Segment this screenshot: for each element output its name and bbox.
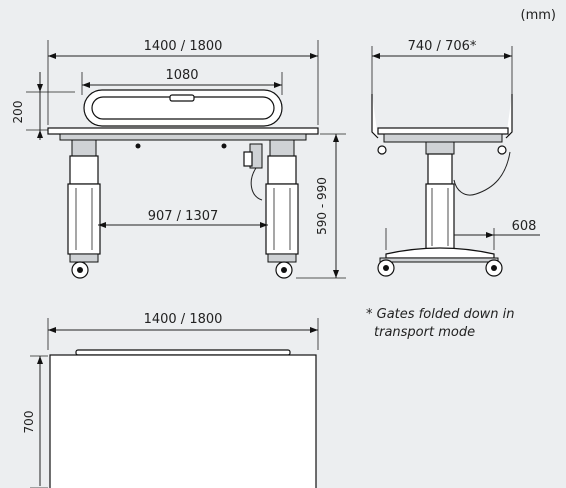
side-view: 740 / 706* 608 [371,39,540,277]
top-rail [75,349,291,356]
top-surface [49,354,317,488]
front-view: 1400 / 1800 1080 200 [11,39,346,279]
height-range-label: 590 - 990 [315,177,329,235]
front-width-label: 1400 / 1800 [144,39,223,54]
front-left-leg [67,139,101,279]
tabletop [47,127,319,135]
top-view: 1400 / 1800 700 [22,312,319,488]
front-right-leg [265,139,299,279]
side-tabletop [377,127,509,135]
top-depth-label: 700 [22,411,36,434]
top-length-label: 1400 / 1800 [144,312,223,327]
base-width-label: 608 [512,219,537,234]
leg-spacing-label: 907 / 1307 [148,209,219,224]
gates-note-line2: transport mode [374,325,476,340]
motor-unit [243,143,263,201]
units-label: (mm) [520,8,556,23]
gates-note-line1: * Gates folded down in [366,307,515,322]
rail-length-label: 1080 [165,68,198,83]
rail-height-label: 200 [11,101,25,124]
side-width-label: 740 / 706* [408,39,477,54]
gates-note: * Gates folded down in transport mode [366,306,515,342]
